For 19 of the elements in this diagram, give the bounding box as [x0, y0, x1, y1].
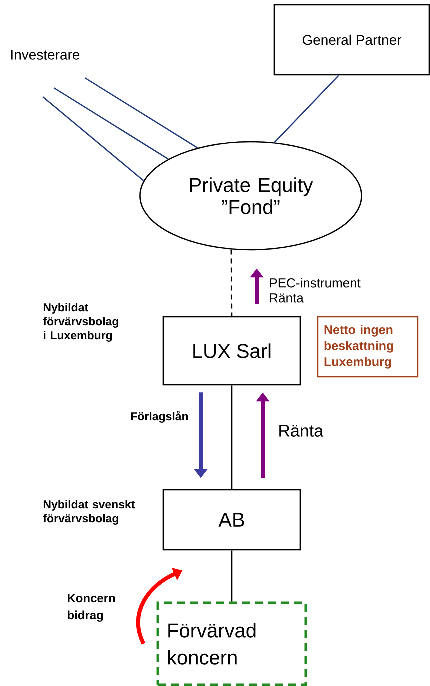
- partner-box: General Partner: [274, 4, 430, 76]
- connector-line: [42, 96, 144, 182]
- edge-label: Ränta: [280, 425, 324, 437]
- company-caption: Nybildat svenskt förvärvsbolag: [43, 500, 136, 525]
- connector-line: [54, 87, 169, 160]
- edge-label: Koncern bidrag: [68, 594, 116, 622]
- edge-label: Förlagslån: [131, 411, 188, 423]
- note-box: Netto ingen beskattning Luxemburg: [317, 316, 419, 378]
- connector-line: [231, 386, 233, 490]
- connector-line: [231, 550, 233, 602]
- investor-label: Investerare: [11, 50, 80, 60]
- dashed-line: [230, 250, 233, 316]
- connector-line: [274, 75, 340, 144]
- connector-line: [84, 77, 198, 149]
- edge-label: PEC-instrument Ränta: [270, 278, 361, 303]
- group-box: Förvärvad koncern: [156, 602, 308, 686]
- company-box: LUX Sarl: [162, 316, 302, 386]
- company-box: AB: [162, 489, 302, 551]
- company-caption: Nybildat förvärvsbolag i Luxemburg: [43, 303, 118, 342]
